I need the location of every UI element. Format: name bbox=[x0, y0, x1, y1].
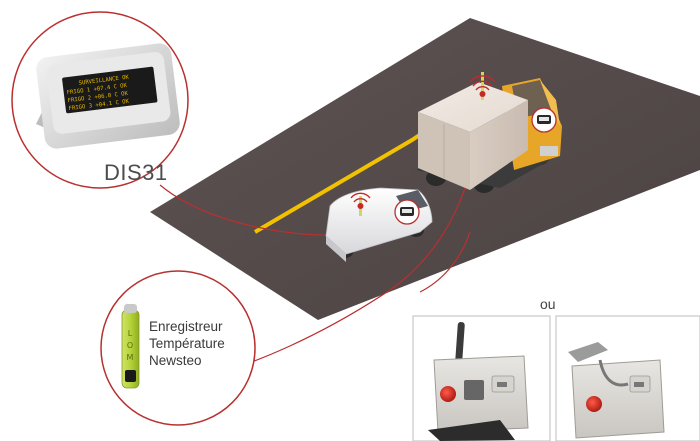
van bbox=[325, 187, 433, 262]
dis31-callout: SURVEILLANCE OK FRIGO 1 +07.4 C OK FRIGO… bbox=[11, 11, 189, 189]
logger-label: Enregistreur Température Newsteo bbox=[149, 318, 225, 369]
logger-label-line-1: Enregistreur bbox=[149, 319, 223, 334]
alternative-receiver-right bbox=[555, 315, 700, 441]
alternative-or-label: ou bbox=[540, 296, 556, 312]
alternative-receiver-left bbox=[412, 315, 551, 441]
logger-label-line-3: Newsteo bbox=[149, 353, 202, 368]
dis31-label: DIS31 bbox=[104, 160, 168, 185]
truck bbox=[416, 72, 562, 193]
logger-label-line-2: Température bbox=[149, 336, 225, 351]
dis31-device: SURVEILLANCE OK FRIGO 1 +07.4 C OK FRIGO… bbox=[36, 43, 180, 149]
